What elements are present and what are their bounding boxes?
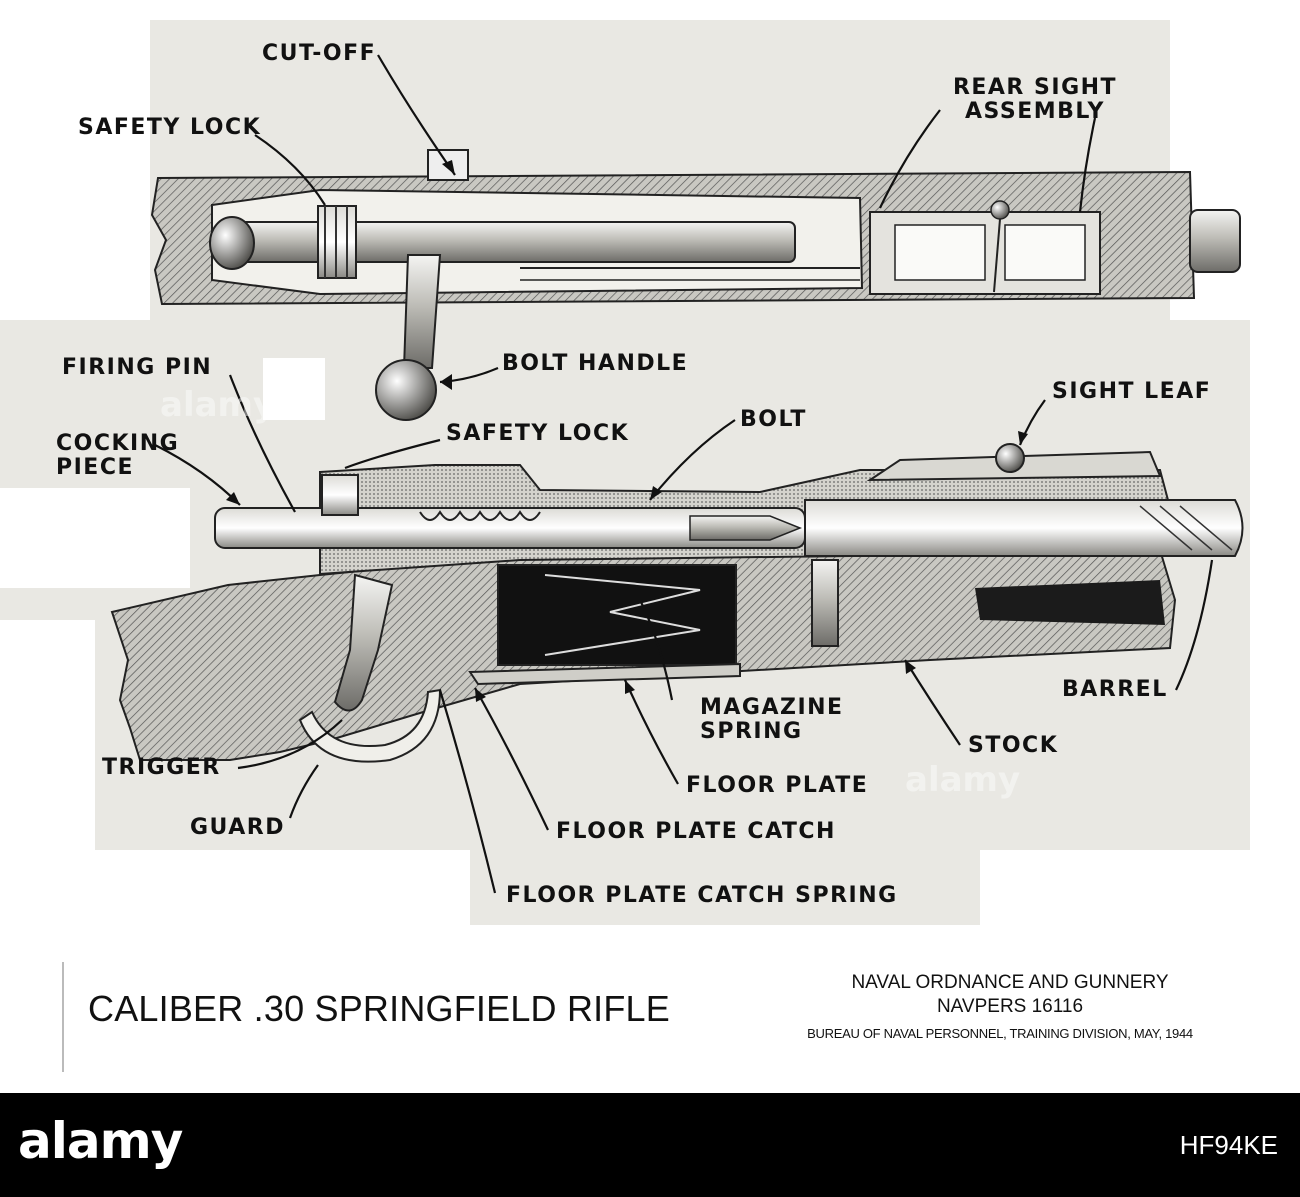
label-sight-leaf: SIGHT LEAF [1052,379,1212,404]
label-magazine-spring: MAGAZINE SPRING [700,695,844,744]
leader-rear-sight-2 [1078,117,1097,213]
leader-floor-plate-catch [474,687,549,831]
credit-line-1: NAVAL ORDNANCE AND GUNNERY [851,972,1169,993]
credit-line-2: NAVPERS 16116 [936,996,1084,1017]
side-cross-bolt [811,559,839,647]
image-id: HF94KE [1179,1130,1278,1160]
watermark: alamy [905,760,1021,800]
side-view [110,443,1244,763]
label-guard: GUARD [190,815,285,840]
alamy-logo: alamy [18,1112,183,1170]
credit-line-3: BUREAU OF NAVAL PERSONNEL, TRAINING DIVI… [807,1026,1193,1041]
label-cocking-piece: COCKING PIECE [56,431,180,480]
leader-trigger [237,719,343,770]
leader-rear-sight [879,109,941,209]
label-firing-pin: FIRING PIN [62,355,213,380]
label-rear-sight-assembly: REAR SIGHT ASSEMBLY [952,75,1118,124]
label-safety-lock-lower: SAFETY LOCK [446,421,630,446]
watermark: alamy [160,385,276,425]
side-cartridge [689,515,803,541]
label-safety-lock-top: SAFETY LOCK [78,115,262,140]
side-trigger [333,573,394,712]
leader-firing-pin [228,374,296,513]
leader-stock [904,659,961,746]
white-patch [0,488,190,588]
side-floor-plate [468,662,741,686]
leader-lines [154,54,1214,894]
leader-safety-lock-top [254,134,326,206]
label-trigger: TRIGGER [102,755,221,780]
leader-bolt [649,419,736,501]
leader-safety-lock-lower [344,438,441,470]
side-safety-lock [321,474,359,516]
white-patch [263,358,325,420]
label-stock: STOCK [968,733,1059,758]
top-bolt-handle-stem [402,254,442,369]
top-bolt-handle-knob [375,359,437,421]
label-bolt-handle: BOLT HANDLE [502,351,689,376]
top-view [150,149,1241,421]
footer-bar [0,1093,1300,1197]
label-cut-off: CUT-OFF [262,41,377,66]
top-barrel-tip [1189,209,1241,273]
caption-rule [62,962,64,1072]
caption-title: CALIBER .30 SPRINGFIELD RIFLE [88,988,670,1029]
side-barrel [804,499,1244,557]
label-floor-plate-catch: FLOOR PLATE CATCH [556,819,836,844]
leader-floor-plate-catch-spring [438,689,497,894]
side-magazine [497,564,737,666]
top-cocking-knob [209,216,255,270]
side-forend-slot [975,580,1165,625]
label-barrel: BARREL [1062,677,1168,702]
leader-cut-off [377,54,456,176]
label-bolt: BOLT [740,407,807,432]
leader-guard [288,764,319,819]
leader-barrel [1175,559,1214,691]
leader-magazine-spring [639,599,674,701]
side-magazine-spring [544,574,701,656]
label-floor-plate: FLOOR PLATE [686,773,869,798]
paper-plate-bottom [470,840,980,925]
label-floor-plate-catch-spring: FLOOR PLATE CATCH SPRING [506,883,898,908]
